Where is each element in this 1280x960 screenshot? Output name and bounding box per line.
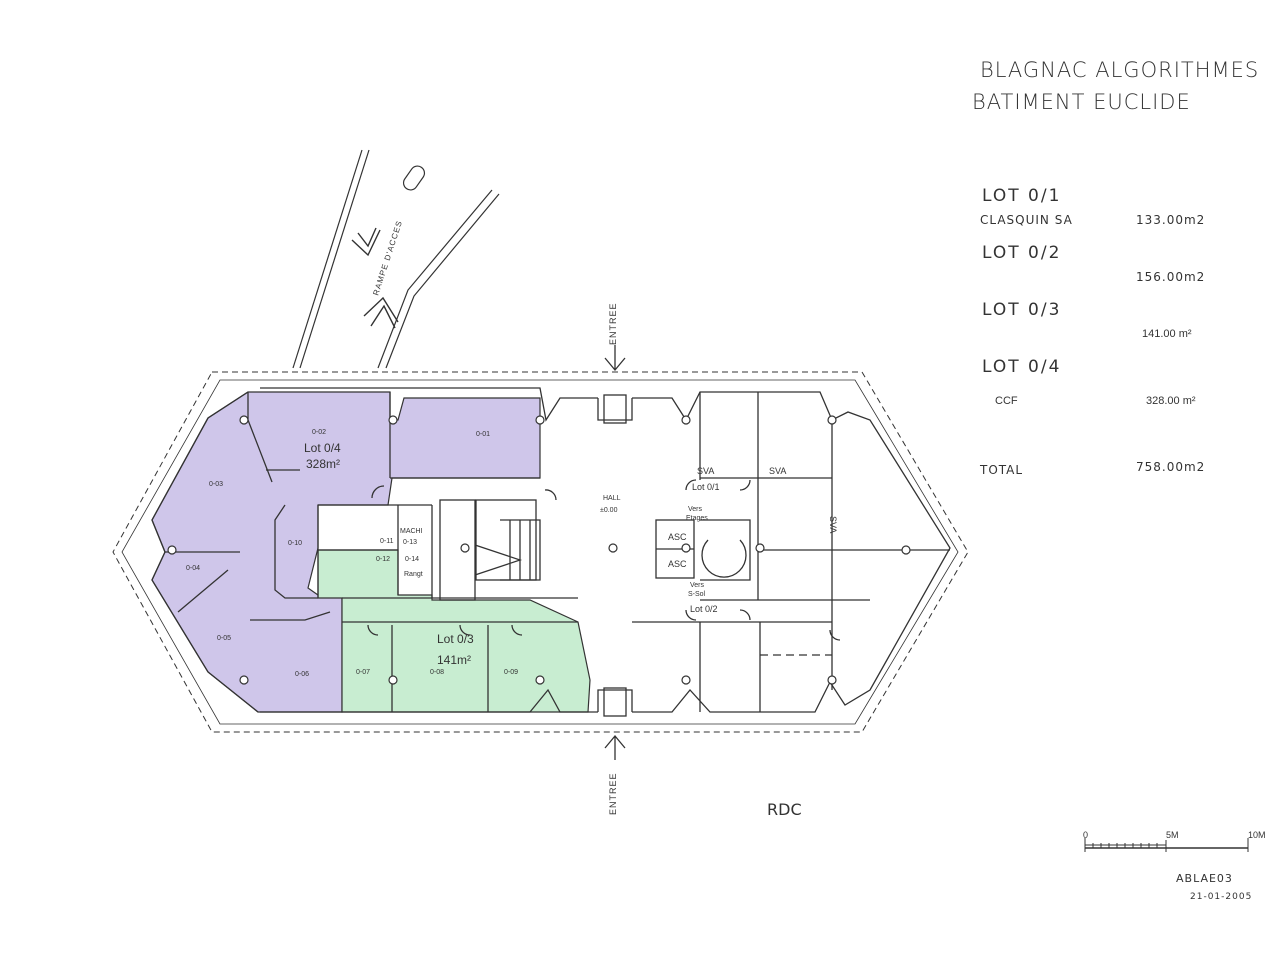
room-0-06: 0-06: [295, 671, 309, 678]
room-0-03: 0-03: [209, 481, 223, 488]
scale-mid: 5M: [1166, 830, 1179, 840]
room-0-08: 0-08: [430, 669, 444, 676]
legend-lot-0-2-area: 156.00m2: [1136, 270, 1206, 284]
mach-label: MACHI: [400, 528, 423, 535]
lot-0-4-plan-label: Lot 0/4: [304, 441, 341, 455]
structural-columns: [167, 415, 911, 685]
room-0-04: 0-04: [186, 565, 200, 572]
sva-label-1: SVA: [697, 466, 714, 476]
legend-total-label: TOTAL: [980, 463, 1024, 477]
asc-label-1: ASC: [668, 532, 687, 542]
legend-lot-0-1-label: LOT 0/1: [982, 186, 1062, 206]
entree-top-label: ENTREE: [608, 302, 618, 345]
legend-lot-0-3-area: 141.00 m²: [1142, 328, 1192, 340]
legend-lot-0-1-tenant: CLASQUIN SA: [980, 213, 1073, 227]
room-0-10: 0-10: [288, 540, 302, 547]
room-0-11: 0-11: [380, 538, 394, 545]
vers-ssol-1: Vers: [690, 582, 705, 589]
lot-0-3-plan-label: Lot 0/3: [437, 632, 474, 646]
room-0-13: 0-13: [403, 539, 417, 546]
legend-lot-0-2-label: LOT 0/2: [982, 243, 1062, 263]
room-0-01: 0-01: [476, 431, 490, 438]
lot-0-2-plan-label: Lot 0/2: [690, 604, 718, 614]
vers-etages-1: Vers: [688, 506, 703, 513]
level-label: RDC: [767, 800, 802, 819]
outer-boundary: [112, 371, 969, 733]
room-0-14: 0-14: [405, 556, 419, 563]
drawing-ref: ABLAE03: [1176, 872, 1233, 885]
hall-label: HALL: [603, 495, 621, 502]
room-0-02: 0-02: [312, 429, 326, 436]
room-0-09: 0-09: [504, 669, 518, 676]
legend-total-area: 758.00m2: [1136, 460, 1206, 474]
entree-bottom-label: ENTREE: [608, 772, 618, 815]
scale-zero: 0: [1083, 830, 1088, 840]
title-line-1: BLAGNAC ALGORITHMES: [980, 58, 1260, 82]
sva-label-3: SVA: [828, 516, 838, 533]
lot-0-3-zone: [317, 549, 591, 713]
room-0-05: 0-05: [217, 635, 231, 642]
drawing-date: 21-01-2005: [1190, 892, 1253, 902]
title-line-2: BATIMENT EUCLIDE: [972, 90, 1191, 114]
legend-lot-0-4-tenant: CCF: [995, 395, 1018, 407]
legend-lot-0-1-area: 133.00m2: [1136, 213, 1206, 227]
vers-ssol-2: S-Sol: [688, 591, 706, 598]
legend-lot-0-4-label: LOT 0/4: [982, 357, 1062, 377]
sva-label-2: SVA: [769, 466, 786, 476]
scale-bar: [1084, 838, 1249, 852]
asc-label-2: ASC: [668, 559, 687, 569]
access-ramp: [292, 149, 500, 369]
scale-end: 10M: [1248, 830, 1266, 840]
lot-0-3-plan-area: 141m²: [437, 653, 471, 667]
room-0-12: 0-12: [376, 556, 390, 563]
rampe-label: RAMPE D'ACCES: [371, 219, 404, 296]
legend-lot-0-4-area: 328.00 m²: [1146, 395, 1196, 407]
lot-0-1-plan-label: Lot 0/1: [692, 482, 720, 492]
lot-0-4-plan-area: 328m²: [306, 457, 340, 471]
hall-level: ±0.00: [600, 507, 618, 514]
rangt-label: Rangt: [404, 571, 423, 578]
room-0-07: 0-07: [356, 669, 370, 676]
legend-lot-0-3-label: LOT 0/3: [982, 300, 1062, 320]
vers-etages-2: Etages: [686, 515, 708, 522]
